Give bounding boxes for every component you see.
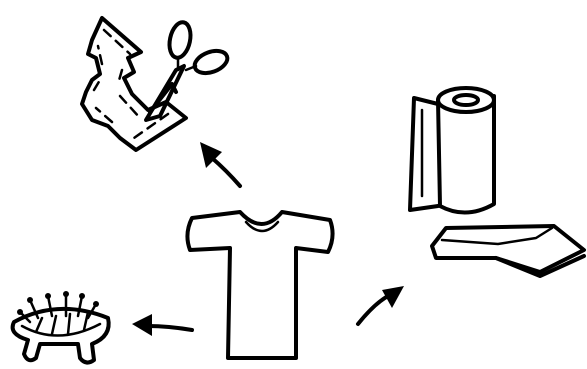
pattern-and-scissors-icon <box>82 18 230 150</box>
t-shirt-icon <box>187 212 332 358</box>
arrow-to-cloth <box>358 286 404 324</box>
arrow-to-pincushion <box>132 314 192 336</box>
paper-towel-and-cloth-icon <box>410 88 584 276</box>
pincushion-icon <box>13 291 109 363</box>
arrow-to-pattern <box>200 142 240 186</box>
